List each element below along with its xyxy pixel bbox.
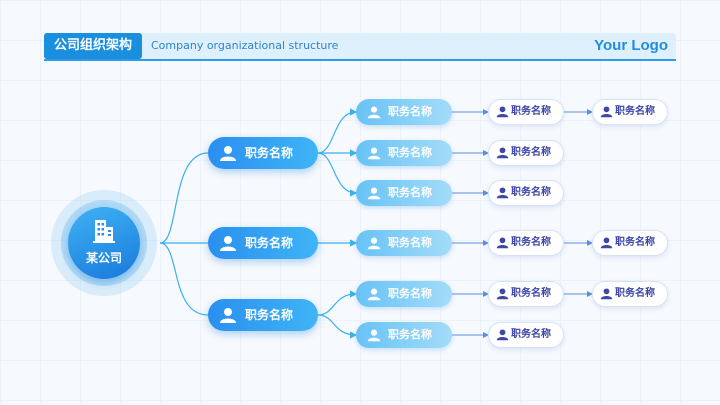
person-icon	[496, 106, 509, 118]
person-icon	[496, 329, 509, 341]
level1-label: 职务名称	[245, 308, 294, 322]
level3-node[interactable]: 职务名称	[488, 230, 564, 256]
person-icon	[367, 187, 381, 200]
level4-label: 职务名称	[615, 106, 655, 117]
person-icon	[220, 146, 236, 161]
person-icon	[367, 147, 381, 160]
level2-node[interactable]: 职务名称	[356, 281, 452, 307]
root-node[interactable]: 某公司	[68, 207, 140, 279]
level3-node[interactable]: 职务名称	[488, 99, 564, 125]
person-icon	[600, 106, 613, 118]
level3-node[interactable]: 职务名称	[488, 322, 564, 348]
person-icon	[220, 308, 236, 323]
level3-node[interactable]: 职务名称	[488, 281, 564, 307]
level1-node[interactable]: 职务名称	[208, 227, 318, 259]
level3-label: 职务名称	[511, 106, 551, 117]
root-label: 某公司	[85, 251, 122, 265]
level2-node[interactable]: 职务名称	[356, 140, 452, 166]
person-icon	[600, 288, 613, 300]
level2-label: 职务名称	[388, 146, 432, 159]
level3-label: 职务名称	[511, 329, 551, 340]
level2-label: 职务名称	[388, 186, 432, 199]
level3-label: 职务名称	[511, 288, 551, 299]
person-icon	[367, 329, 381, 342]
level1-node[interactable]: 职务名称	[208, 137, 318, 169]
link-l1c-l2b	[317, 314, 358, 339]
link-root-l1-1	[159, 152, 209, 244]
level1-node[interactable]: 职务名称	[208, 299, 318, 331]
level3-label: 职务名称	[511, 187, 551, 198]
level2-label: 职务名称	[388, 287, 432, 300]
header-bar	[44, 33, 676, 59]
level4-node[interactable]: 职务名称	[592, 99, 668, 125]
person-icon	[367, 288, 381, 301]
building-icon	[93, 220, 115, 243]
link-root-l1-3	[159, 242, 209, 316]
level2-label: 职务名称	[388, 236, 432, 249]
level4-node[interactable]: 职务名称	[592, 230, 668, 256]
person-icon	[600, 237, 613, 249]
person-icon	[496, 288, 509, 300]
level4-label: 职务名称	[615, 237, 655, 248]
person-icon	[496, 237, 509, 249]
person-icon	[496, 147, 509, 159]
level2-node[interactable]: 职务名称	[356, 230, 452, 256]
person-icon	[496, 187, 509, 199]
header-underline	[44, 59, 676, 61]
level2-node[interactable]: 职务名称	[356, 99, 452, 125]
level2-label: 职务名称	[388, 328, 432, 341]
level4-node[interactable]: 职务名称	[592, 281, 668, 307]
page-subtitle: Company organizational structure	[151, 39, 339, 52]
link-l1a-l2c	[317, 152, 358, 197]
level1-label: 职务名称	[245, 146, 294, 160]
link-l1a-l2a	[317, 108, 358, 154]
link-l1c-l2a	[317, 290, 358, 316]
level1-label: 职务名称	[245, 236, 294, 250]
logo: Your Logo	[594, 37, 668, 54]
level2-label: 职务名称	[388, 105, 432, 118]
person-icon	[367, 237, 381, 250]
level3-node[interactable]: 职务名称	[488, 140, 564, 166]
level4-label: 职务名称	[615, 288, 655, 299]
level3-label: 职务名称	[511, 237, 551, 248]
level2-node[interactable]: 职务名称	[356, 322, 452, 348]
level3-node[interactable]: 职务名称	[488, 180, 564, 206]
level2-node[interactable]: 职务名称	[356, 180, 452, 206]
person-icon	[367, 106, 381, 119]
page-title: 公司组织架构	[44, 33, 142, 59]
person-icon	[220, 236, 236, 251]
level3-label: 职务名称	[511, 147, 551, 158]
